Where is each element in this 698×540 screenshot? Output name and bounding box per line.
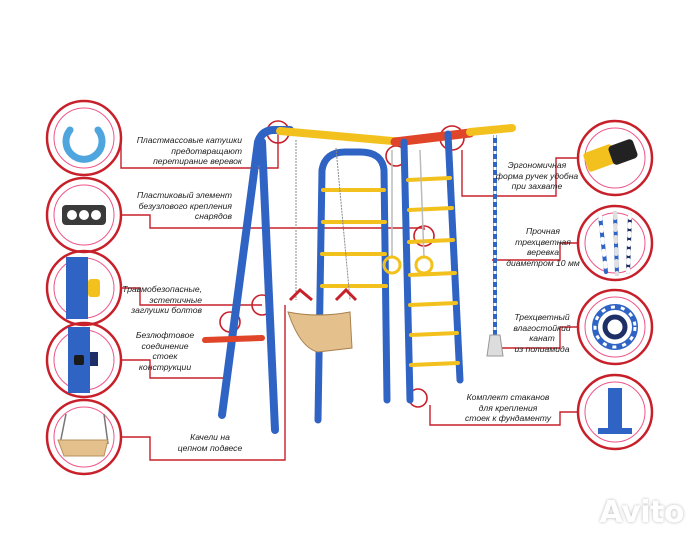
climb-rope-callout-label: Трехцветный влагостойкий канат из полиам… bbox=[513, 312, 571, 354]
gymnastic-rings bbox=[382, 149, 434, 275]
cup-icon bbox=[598, 388, 632, 434]
handle-icon bbox=[583, 139, 638, 172]
joint-icon bbox=[68, 327, 98, 393]
handles-callout-label: Эргономичная форма ручек удобна при захв… bbox=[495, 160, 579, 191]
climb-rope-callout-circle bbox=[576, 288, 654, 366]
roller-callout-label: Пластмассовые катушки предотвращают пере… bbox=[136, 135, 242, 166]
callout-leader-lines bbox=[120, 132, 578, 461]
cups-callout-label: Комплект стаканов для крепления стоек к … bbox=[464, 392, 552, 423]
joint-callout-label: Безлюфтовое соединение стоек конструкции bbox=[135, 330, 195, 372]
swing bbox=[287, 140, 358, 353]
playground-structure bbox=[202, 124, 516, 434]
swing-seat-icon bbox=[57, 413, 109, 457]
swing-callout-circle bbox=[45, 398, 123, 476]
swing-callout-label: Качели на цепном подвесе bbox=[177, 432, 243, 453]
rope-callout-label: Прочная трехцветная веревка диаметром 10… bbox=[506, 226, 580, 268]
avito-watermark: Avito bbox=[599, 495, 685, 530]
rope-icon bbox=[598, 211, 632, 276]
climbing-rope bbox=[486, 135, 504, 357]
bolt-cap-icon bbox=[66, 257, 100, 319]
roller-callout-circle bbox=[45, 99, 123, 177]
mount-icon bbox=[62, 205, 106, 225]
mount-callout-label: Пластиковый элемент безузлового креплени… bbox=[136, 190, 232, 221]
rope-coil-icon bbox=[592, 304, 638, 350]
caps-callout-label: Травмобезопасные, эстетичные заглушки бо… bbox=[122, 284, 202, 315]
roller-icon bbox=[62, 126, 106, 163]
